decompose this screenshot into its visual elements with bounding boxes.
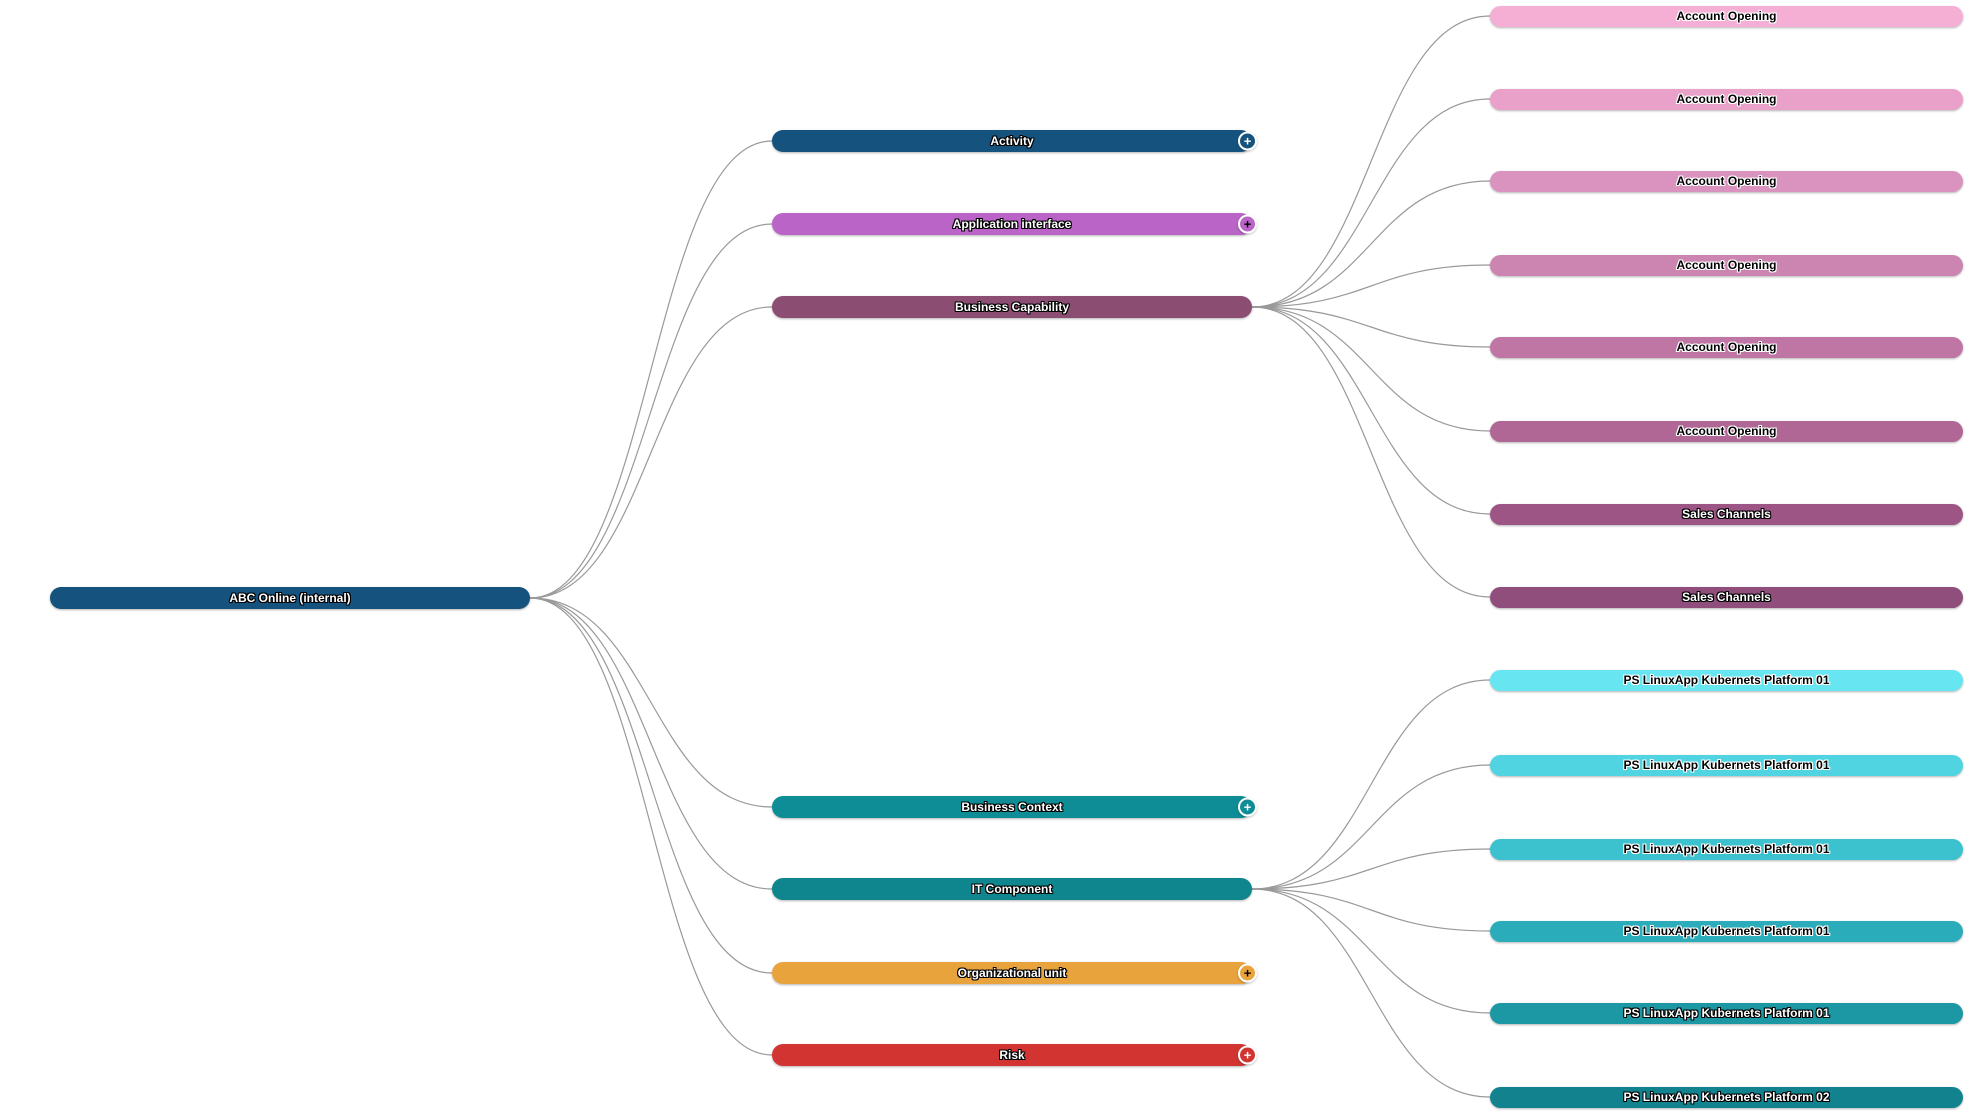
node-leaf-13-label: PS LinuxApp Kubernets Platform 02: [1623, 1090, 1830, 1104]
node-application-interface[interactable]: Application interface +: [772, 213, 1257, 235]
node-leaf-10[interactable]: PS LinuxApp Kubernets Platform 01: [1490, 838, 1963, 860]
connector-edge: [1251, 98, 1491, 308]
expand-plus-icon-business-context[interactable]: +: [1238, 797, 1257, 817]
node-leaf-12[interactable]: PS LinuxApp Kubernets Platform 01: [1490, 1002, 1963, 1024]
node-leaf-7-label: Sales Channels: [1682, 590, 1771, 604]
connector-edge: [529, 597, 773, 1056]
connector-edge: [529, 597, 773, 808]
node-leaf-2[interactable]: Account Opening: [1490, 170, 1963, 192]
node-leaf-6-label: Sales Channels: [1682, 507, 1771, 521]
expand-plus-icon-application-interface[interactable]: +: [1238, 214, 1257, 234]
node-leaf-8-label: PS LinuxApp Kubernets Platform 01: [1623, 673, 1830, 687]
node-risk[interactable]: Risk +: [772, 1044, 1257, 1066]
node-business-context[interactable]: Business Context +: [772, 796, 1257, 818]
connector-edge: [1251, 306, 1491, 432]
node-leaf-11[interactable]: PS LinuxApp Kubernets Platform 01: [1490, 920, 1963, 942]
node-leaf-5[interactable]: Account Opening: [1490, 420, 1963, 442]
node-risk-label: Risk: [999, 1048, 1025, 1062]
node-leaf-1[interactable]: Account Opening: [1490, 88, 1963, 110]
connector-edge: [1251, 679, 1491, 890]
node-leaf-2-label: Account Opening: [1676, 174, 1777, 188]
node-leaf-5-label: Account Opening: [1676, 424, 1777, 438]
node-organizational-unit[interactable]: Organizational unit +: [772, 962, 1257, 984]
connector-edge: [1251, 848, 1491, 890]
node-leaf-0[interactable]: Account Opening: [1490, 5, 1963, 27]
node-leaf-6[interactable]: Sales Channels: [1490, 503, 1963, 525]
node-leaf-11-label: PS LinuxApp Kubernets Platform 01: [1623, 924, 1830, 938]
node-leaf-13[interactable]: PS LinuxApp Kubernets Platform 02: [1490, 1086, 1963, 1108]
connector-edge: [1251, 306, 1491, 515]
connector-edge: [1251, 15, 1491, 308]
connector-edge: [1251, 306, 1491, 348]
connector-edge: [529, 223, 773, 599]
node-leaf-9[interactable]: PS LinuxApp Kubernets Platform 01: [1490, 754, 1963, 776]
node-business-capability-label: Business Capability: [954, 300, 1070, 314]
node-organizational-unit-label: Organizational unit: [957, 966, 1067, 980]
connector-edge: [1251, 888, 1491, 1098]
connector-edge: [1251, 264, 1491, 308]
connector-edge: [1251, 888, 1491, 1014]
node-leaf-9-label: PS LinuxApp Kubernets Platform 01: [1623, 758, 1830, 772]
connector-edge: [529, 306, 773, 599]
node-leaf-12-label: PS LinuxApp Kubernets Platform 01: [1623, 1006, 1830, 1020]
node-root[interactable]: ABC Online (internal): [50, 587, 530, 609]
node-leaf-4[interactable]: Account Opening: [1490, 336, 1963, 358]
node-root-label: ABC Online (internal): [229, 591, 351, 605]
expand-plus-icon-organizational-unit[interactable]: +: [1238, 963, 1257, 983]
node-leaf-8[interactable]: PS LinuxApp Kubernets Platform 01: [1490, 669, 1963, 691]
node-leaf-3-label: Account Opening: [1676, 258, 1777, 272]
node-leaf-4-label: Account Opening: [1676, 340, 1777, 354]
node-it-component[interactable]: IT Component: [772, 878, 1252, 900]
connector-edge: [529, 597, 773, 890]
node-business-capability[interactable]: Business Capability: [772, 296, 1252, 318]
connector-edge: [1251, 180, 1491, 308]
connector-edge: [529, 597, 773, 974]
node-business-context-label: Business Context: [961, 800, 1063, 814]
connector-edge: [1251, 306, 1491, 598]
connector-edge: [1251, 764, 1491, 890]
node-activity[interactable]: Activity +: [772, 130, 1257, 152]
node-leaf-3[interactable]: Account Opening: [1490, 254, 1963, 276]
expand-plus-icon-risk[interactable]: +: [1238, 1045, 1257, 1065]
node-leaf-0-label: Account Opening: [1676, 9, 1777, 23]
node-leaf-7[interactable]: Sales Channels: [1490, 586, 1963, 608]
node-application-interface-label: Application interface: [952, 217, 1072, 231]
node-leaf-10-label: PS LinuxApp Kubernets Platform 01: [1623, 842, 1830, 856]
expand-plus-icon-activity[interactable]: +: [1238, 131, 1257, 151]
node-leaf-1-label: Account Opening: [1676, 92, 1777, 106]
node-activity-label: Activity: [990, 134, 1034, 148]
connector-edge: [529, 140, 773, 599]
node-it-component-label: IT Component: [971, 882, 1053, 896]
connector-edge: [1251, 888, 1491, 932]
